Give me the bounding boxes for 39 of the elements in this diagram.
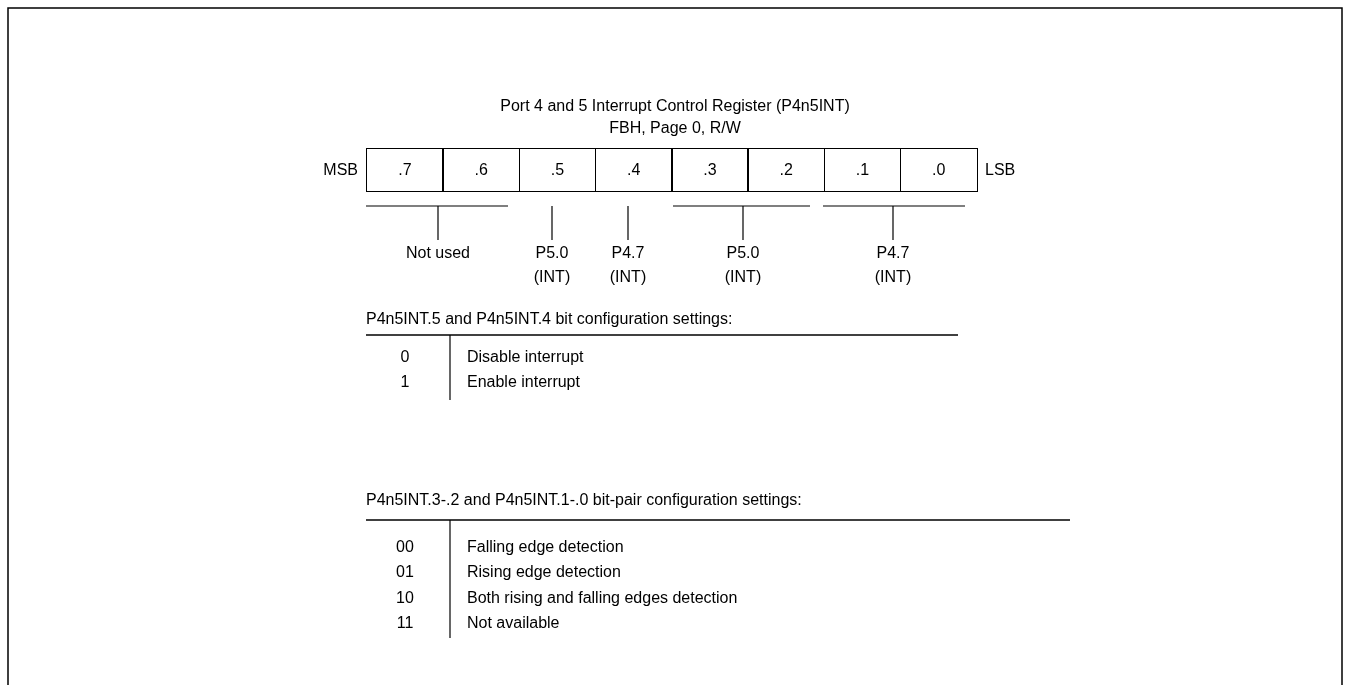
field-label: P5.0 (INT) xyxy=(723,243,763,287)
section-heading: P4n5INT.5 and P4n5INT.4 bit configuration settings: xyxy=(366,309,733,329)
register-bit-field xyxy=(518,148,597,192)
bit-number: .3 xyxy=(703,161,717,179)
setting-description: Falling edge detection xyxy=(467,537,624,557)
register-bit-field xyxy=(366,148,444,192)
register-bit-field xyxy=(594,148,673,192)
setting-value: 01 xyxy=(396,562,414,582)
setting-value: 11 xyxy=(396,613,414,633)
bit-number: .7 xyxy=(398,161,412,179)
setting-value: 10 xyxy=(396,588,414,608)
field-label: Not used xyxy=(406,243,470,263)
lsb-label: LSB xyxy=(985,160,1016,180)
setting-value: 00 xyxy=(396,537,414,557)
bit-number: .5 xyxy=(550,161,565,179)
register-bit-field xyxy=(671,148,749,192)
register-bit-field xyxy=(747,148,825,192)
diagram-title: Port 4 and 5 Interrupt Control Register (P4n5INT) xyxy=(500,96,850,116)
msb-label: MSB xyxy=(323,160,358,180)
register-bit-field xyxy=(442,148,520,192)
field-label: P4.7 (INT) xyxy=(873,243,913,287)
bit-number: .2 xyxy=(779,161,793,179)
setting-description: Rising edge detection xyxy=(467,562,621,582)
bit-number: .0 xyxy=(931,161,946,179)
register-address: FBH, Page 0, R/W xyxy=(609,118,741,138)
setting-description: Not available xyxy=(467,613,560,633)
setting-description: Both rising and falling edges detection xyxy=(467,588,738,608)
section-heading: P4n5INT.3-.2 and P4n5INT.1-.0 bit-pair configuration settings: xyxy=(366,490,802,510)
setting-description: Enable interrupt xyxy=(467,372,580,392)
setting-description: Disable interrupt xyxy=(467,347,584,367)
register-bit-field xyxy=(899,148,978,192)
field-label: P5.0 (INT) xyxy=(532,243,572,287)
bit-number: .1 xyxy=(855,161,870,179)
bit-number: .6 xyxy=(474,161,488,179)
register-bit-field xyxy=(823,148,902,192)
bit-number: .4 xyxy=(626,161,641,179)
setting-value: 0 xyxy=(400,347,410,367)
setting-value: 1 xyxy=(400,372,410,392)
field-label: P4.7 (INT) xyxy=(608,243,648,287)
